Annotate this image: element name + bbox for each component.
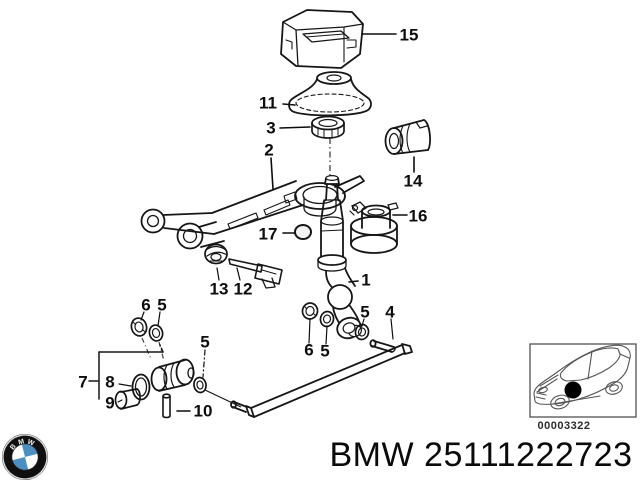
callout-14: 14 bbox=[404, 172, 423, 191]
callout-6-upper: 6 bbox=[141, 296, 150, 315]
part-number-text: BMW 25111222723 bbox=[330, 436, 633, 474]
callout-7: 7 bbox=[78, 373, 87, 392]
leader-line bbox=[308, 318, 311, 344]
leader-line bbox=[140, 311, 145, 321]
part-9-bushing bbox=[114, 388, 141, 410]
part-4-shift-rod bbox=[230, 339, 413, 418]
leader-line bbox=[236, 267, 241, 281]
inset-caption: 00003322 bbox=[538, 420, 591, 432]
leader-line bbox=[202, 349, 206, 378]
washer-5-mid bbox=[193, 376, 207, 394]
callout-2: 2 bbox=[264, 141, 273, 160]
leader-line bbox=[348, 280, 359, 283]
callout-5-right: 5 bbox=[360, 303, 369, 322]
location-dot bbox=[564, 381, 582, 399]
logo-rim bbox=[2, 434, 48, 480]
part-7-bracket bbox=[88, 344, 164, 400]
leader-line bbox=[270, 157, 274, 190]
leader-line bbox=[279, 126, 311, 129]
assembly-line bbox=[204, 389, 242, 408]
callout-17: 17 bbox=[259, 225, 278, 244]
part-3-bushing bbox=[311, 115, 345, 139]
logo-letter-b: B bbox=[9, 443, 18, 451]
callout-4: 4 bbox=[385, 303, 395, 322]
callout-labels: 15 11 3 2 14 16 17 1 13 12 6 5 5 5 4 6 5… bbox=[78, 26, 427, 421]
leader-line bbox=[390, 318, 394, 340]
bmw-logo: B M W bbox=[2, 434, 48, 480]
leader-lines bbox=[117, 33, 415, 412]
washers-upper bbox=[130, 317, 164, 342]
car-outline-sketch bbox=[533, 344, 631, 410]
leader-line bbox=[117, 399, 123, 403]
part-16-bearing bbox=[349, 201, 399, 254]
callout-10: 10 bbox=[194, 402, 213, 421]
part-2-selector-arm bbox=[140, 175, 365, 250]
leader-line bbox=[325, 325, 328, 345]
callout-16: 16 bbox=[409, 207, 428, 226]
callout-8: 8 bbox=[105, 373, 114, 392]
logo-quadrant-blue-tr bbox=[21, 443, 38, 457]
part-17-plug bbox=[294, 224, 312, 240]
assembly-line bbox=[141, 337, 152, 360]
vehicle-inset: 00003322 bbox=[529, 343, 637, 432]
part-11-boot bbox=[288, 71, 372, 117]
part-14-bushing bbox=[384, 119, 431, 155]
part-8-o-ring bbox=[131, 373, 151, 401]
callout-3: 3 bbox=[266, 119, 275, 138]
logo-quadrant-blue-bl bbox=[12, 457, 29, 471]
part-13-clamp bbox=[204, 243, 228, 265]
part-15-cover bbox=[280, 9, 364, 69]
callout-15: 15 bbox=[400, 26, 419, 45]
washers-lower bbox=[301, 302, 370, 341]
callout-13: 13 bbox=[210, 280, 229, 299]
logo-center-outline bbox=[11, 443, 39, 471]
coupling-body bbox=[150, 358, 195, 392]
leader-line bbox=[216, 267, 220, 281]
callout-5-mid: 5 bbox=[200, 333, 209, 352]
callout-9: 9 bbox=[105, 394, 114, 413]
part-10-pin bbox=[162, 393, 171, 419]
part-12-pin bbox=[228, 258, 283, 289]
callout-5-upper: 5 bbox=[157, 296, 166, 315]
callout-1: 1 bbox=[361, 271, 370, 290]
logo-letter-m: M bbox=[18, 438, 26, 446]
leader-line bbox=[157, 311, 161, 327]
leader-line bbox=[282, 103, 296, 106]
callout-12: 12 bbox=[234, 280, 253, 299]
part-1-gear-lever bbox=[317, 175, 362, 340]
callout-5-lower: 5 bbox=[320, 342, 329, 361]
leader-line bbox=[118, 383, 132, 387]
logo-letter-w: W bbox=[26, 439, 35, 448]
leader-line bbox=[361, 318, 365, 327]
callout-6-lower: 6 bbox=[304, 341, 313, 360]
callout-11: 11 bbox=[259, 94, 277, 113]
